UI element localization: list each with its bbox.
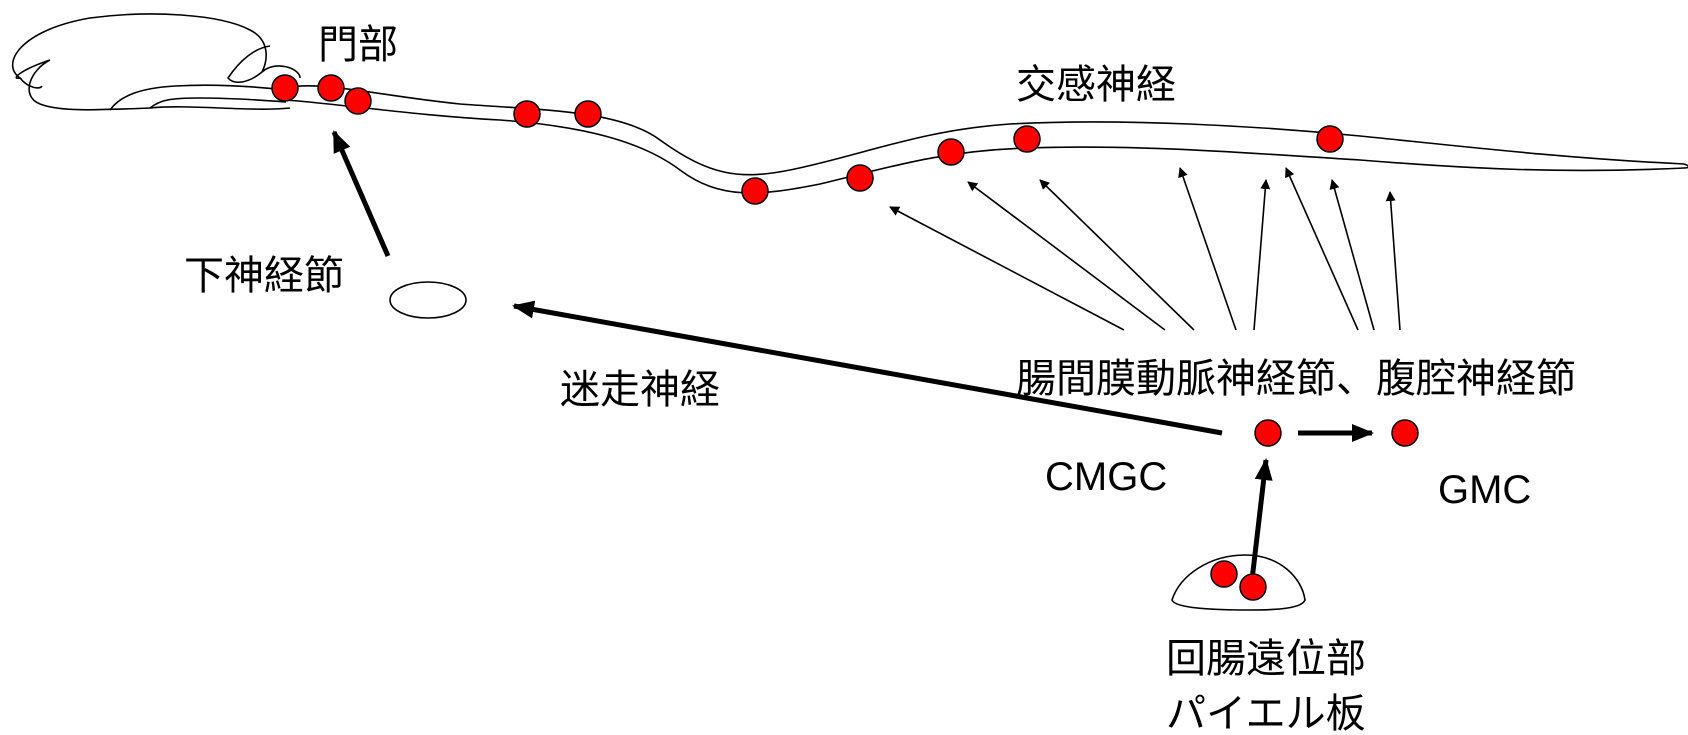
projection-arrow <box>1285 167 1359 331</box>
neuron-node <box>937 138 965 166</box>
peyer-node <box>1239 573 1267 601</box>
vagus-arrow <box>512 300 1223 436</box>
label-cmgc: CMGC <box>1045 455 1167 499</box>
neuron-node <box>344 87 372 115</box>
inferior-ganglion-oval <box>389 281 467 319</box>
label-sympathetic-nerve: 交感神経 <box>1016 62 1176 108</box>
neuron-node <box>1013 125 1041 153</box>
label-gmc: GMC <box>1438 468 1531 512</box>
gmc-node <box>1391 419 1419 447</box>
inferior-ganglion-to-porta-arrow <box>331 130 391 257</box>
nerve-trunk-outline <box>285 85 1688 194</box>
neuron-node <box>513 100 541 128</box>
label-vagus-nerve: 迷走神経 <box>560 367 720 413</box>
projection-arrow <box>1178 167 1237 331</box>
label-peyer-line2: パイエル板 <box>1166 691 1366 735</box>
label-peyer-line1: 回腸遠位部 <box>1166 636 1366 682</box>
neuron-node <box>1316 125 1344 153</box>
neuron-nodes <box>271 74 1419 601</box>
projection-arrow <box>1253 179 1271 331</box>
peyer-node <box>1210 560 1238 588</box>
peyer-patch-outline <box>1171 554 1306 611</box>
neuron-node <box>574 100 602 128</box>
sympathetic-projection-arrows <box>889 167 1401 331</box>
projection-arrow <box>1039 179 1195 331</box>
label-inferior-ganglion: 下神経節 <box>184 253 344 299</box>
major-pathway-arrows <box>331 130 1374 581</box>
peyer-to-cmgc-arrow <box>1249 458 1273 581</box>
neuron-node <box>271 74 299 102</box>
label-ganglia: 腸間膜動脈神経節、腹腔神経節 <box>1016 356 1576 402</box>
cmgc-node <box>1254 419 1282 447</box>
projection-arrow <box>889 206 1125 331</box>
neuron-node <box>846 164 874 192</box>
projection-arrow <box>967 181 1166 331</box>
brain-outline <box>11 13 301 111</box>
projection-arrow <box>1385 191 1401 331</box>
label-porta: 門部 <box>318 22 398 68</box>
neuron-node <box>741 177 769 205</box>
projection-arrow <box>1329 179 1375 331</box>
neuron-node <box>317 74 345 102</box>
